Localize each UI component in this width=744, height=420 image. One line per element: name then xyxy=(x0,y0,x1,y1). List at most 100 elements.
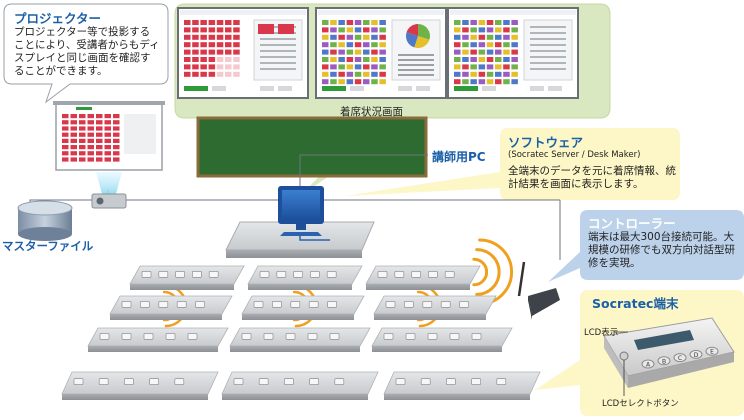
terminal-unit xyxy=(428,271,438,278)
controller-callout-pointer xyxy=(548,252,580,282)
terminal-unit xyxy=(253,301,264,308)
student-desk xyxy=(61,371,219,400)
seat-cell xyxy=(70,114,77,119)
seat-cell xyxy=(511,34,518,40)
seat-cell xyxy=(104,132,111,137)
seat-cell xyxy=(216,49,224,55)
seat-cell xyxy=(379,34,386,40)
projector-callout xyxy=(3,3,169,104)
seat-cell xyxy=(184,42,191,48)
seat-cell xyxy=(96,132,103,137)
seat-cell xyxy=(200,64,207,70)
seat-cell xyxy=(200,20,207,25)
seating-screen-3 xyxy=(447,7,579,99)
seat-cell xyxy=(87,114,94,119)
answer-key-b[interactable] xyxy=(657,356,671,366)
seat-cell xyxy=(354,71,362,77)
seat-cell xyxy=(454,57,461,62)
terminal-unit xyxy=(276,271,287,278)
seat-cell xyxy=(503,20,510,25)
seat-cell xyxy=(330,49,337,55)
seat-cell xyxy=(486,49,494,55)
seat-cell xyxy=(470,34,477,40)
seat-cell xyxy=(70,120,77,125)
seat-cell xyxy=(486,57,494,62)
seat-cell xyxy=(371,34,378,40)
answer-key-e[interactable] xyxy=(705,346,719,356)
terminal-unit xyxy=(187,333,198,340)
seat-cell xyxy=(184,27,191,33)
seat-cell xyxy=(478,20,486,25)
seat-cell xyxy=(79,151,86,156)
seat-cell xyxy=(346,42,354,48)
seat-cell xyxy=(62,138,69,143)
seat-cell xyxy=(503,27,510,33)
seat-cell xyxy=(184,49,191,55)
seat-cell xyxy=(470,20,477,25)
student-desk xyxy=(241,295,365,320)
seat-cell xyxy=(70,145,77,150)
seat-cell xyxy=(363,20,370,25)
terminal-unit xyxy=(309,378,319,385)
seat-cell xyxy=(462,42,469,48)
seat-cell xyxy=(96,126,103,131)
seat-cell xyxy=(478,27,486,33)
answer-key-a[interactable] xyxy=(641,359,655,369)
signal-wave xyxy=(472,257,489,287)
seat-cell xyxy=(104,145,111,150)
seat-cell xyxy=(354,27,362,33)
computer-monitor-icon xyxy=(278,186,330,241)
seat-cell xyxy=(511,42,518,48)
seat-cell xyxy=(338,42,345,48)
terminal-unit xyxy=(308,301,319,308)
seat-cell xyxy=(379,79,386,85)
seat-cell xyxy=(470,79,477,85)
terminal-unit xyxy=(405,333,416,340)
seat-cell xyxy=(330,27,337,33)
seat-cell xyxy=(113,151,120,156)
terminal-unit xyxy=(310,271,320,278)
terminal-unit xyxy=(471,378,481,385)
seat-cell xyxy=(371,57,378,62)
seat-cell xyxy=(192,20,199,25)
seat-cell xyxy=(478,57,486,62)
seat-cell xyxy=(208,57,216,62)
seat-cell xyxy=(322,27,329,33)
seat-cell xyxy=(495,57,502,62)
seating-screen-label: 着席状況画面 xyxy=(340,106,403,118)
terminal-unit xyxy=(192,271,202,278)
seat-cell xyxy=(462,71,469,77)
seat-cell xyxy=(113,126,120,131)
seat-cell xyxy=(96,157,103,162)
terminal-unit xyxy=(427,333,438,340)
lcd-display xyxy=(634,330,694,350)
terminal-unit xyxy=(143,333,154,340)
seat-cell xyxy=(462,79,469,85)
answer-key-d[interactable] xyxy=(689,349,703,359)
seat-cell xyxy=(192,64,199,70)
seat-cell xyxy=(79,126,86,131)
seat-cell xyxy=(338,64,345,70)
seat-cell xyxy=(62,132,69,137)
database-icon xyxy=(17,200,73,241)
terminal-unit xyxy=(149,378,159,385)
terminal-unit xyxy=(208,271,219,278)
terminal-unit xyxy=(411,271,421,278)
seat-cell xyxy=(208,71,216,77)
lcd-select-button[interactable] xyxy=(619,351,629,361)
seat-cell xyxy=(233,64,240,70)
projector-beam xyxy=(96,172,122,194)
seat-cell xyxy=(192,34,199,40)
seat-cell xyxy=(346,27,354,33)
student-desk xyxy=(129,265,245,290)
seat-cell xyxy=(87,145,94,150)
seat-cell xyxy=(192,42,199,48)
seat-cell xyxy=(200,34,207,40)
terminal-unit xyxy=(158,271,169,278)
terminal-unit xyxy=(459,301,469,308)
seat-cell xyxy=(113,132,120,137)
seat-cell xyxy=(470,27,477,33)
seat-cell xyxy=(363,79,370,85)
answer-key-c[interactable] xyxy=(673,353,687,363)
seat-cell xyxy=(495,64,502,70)
